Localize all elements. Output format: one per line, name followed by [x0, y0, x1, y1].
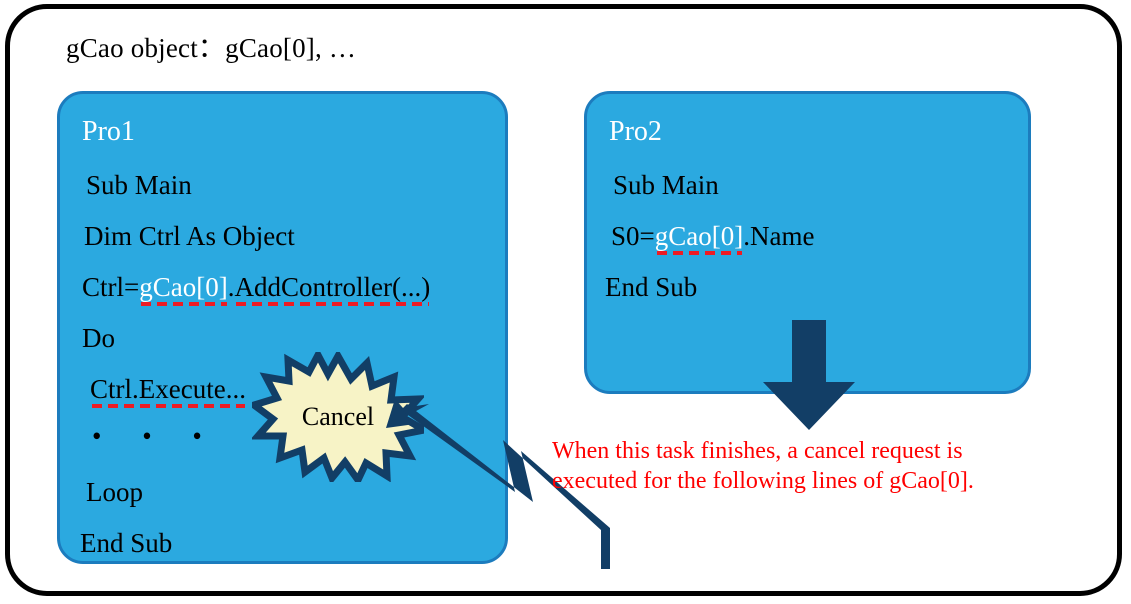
code-text-s0-pre: S0=: [611, 221, 655, 251]
code-line-end-sub-pro2: End Sub: [605, 272, 698, 302]
code-text-dot-sep: .: [227, 272, 235, 302]
code-line-sub-main: Sub Main: [86, 170, 192, 200]
code-token-gcao-highlight-pro2: gCao[0]: [654, 221, 744, 255]
starburst-icon: [252, 352, 424, 482]
code-line-s0-assign: S0=gCao[0].Name: [611, 221, 815, 255]
code-text-name-suffix: .Name: [743, 221, 815, 251]
annotation-text: When this task finishes, a cancel reques…: [552, 438, 974, 494]
code-line-ctrl-execute: Ctrl.Execute...: [90, 374, 246, 408]
code-line-do: Do: [82, 323, 115, 353]
code-token-gcao-highlight: gCao[0]: [139, 272, 228, 306]
lightning-bolt-arrow-icon: [386, 399, 610, 569]
code-line-loop: Loop: [86, 477, 143, 507]
code-line-ctrl-assign: Ctrl=gCao[0].AddController(...): [82, 272, 431, 306]
process-title-pro2: Pro2: [609, 116, 662, 147]
down-arrow-icon: [763, 320, 855, 430]
code-token-ctrl-execute: Ctrl.Execute...: [90, 374, 246, 408]
code-line-dim-ctrl: Dim Ctrl As Object: [84, 221, 295, 251]
code-line-sub-main-pro2: Sub Main: [613, 170, 719, 200]
process-title-pro1: Pro1: [82, 116, 135, 147]
process-box-pro1: Pro1 Sub Main Dim Ctrl As Object Ctrl=gC…: [57, 91, 508, 564]
page-title: gCao object：gCao[0], …: [66, 33, 357, 63]
code-line-ellipsis-dots: • • •: [92, 421, 219, 451]
code-token-addcontroller: AddController(...): [234, 272, 431, 306]
process-box-pro2: Pro2 Sub Main S0=gCao[0].Name End Sub: [584, 91, 1031, 394]
code-line-end-sub-pro1: End Sub: [80, 528, 173, 558]
code-text-ctrl-assign-pre: Ctrl=: [82, 272, 140, 302]
